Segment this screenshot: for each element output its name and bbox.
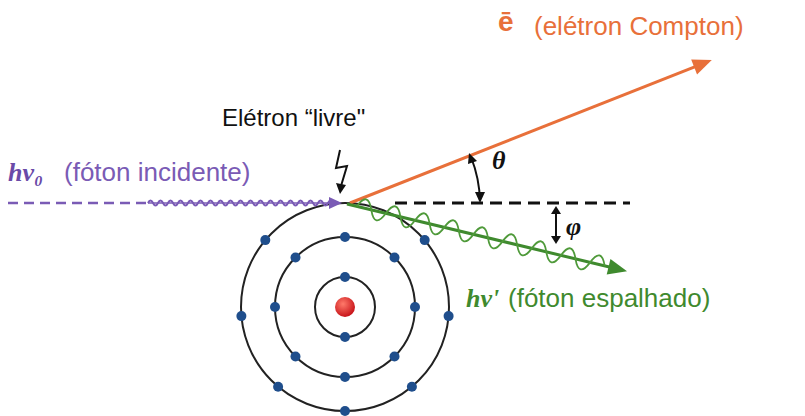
particle-label: (elétron Compton) (534, 12, 744, 42)
particle-label: (fóton incidente) (64, 158, 250, 188)
symbol-label: hν₀ (8, 158, 43, 188)
compton-electron-arrow (347, 53, 715, 211)
theta-angle-arc (468, 153, 485, 203)
symbol-label: hν' (466, 284, 499, 314)
interaction-symbol (336, 150, 347, 194)
electrons (236, 232, 453, 416)
angle-label: θ (492, 146, 506, 176)
nucleus (335, 297, 355, 317)
symbol-label: ē (498, 6, 514, 38)
atom-orbits (241, 203, 449, 411)
angle-label: φ (566, 212, 581, 242)
reference-line (395, 202, 630, 205)
phi-angle-marker (551, 206, 561, 244)
particle-label: (fóton espalhado) (508, 284, 710, 314)
incident-photon (8, 197, 342, 209)
particle-label: Elétron “livre" (222, 104, 365, 132)
scattered-photon (345, 195, 629, 280)
